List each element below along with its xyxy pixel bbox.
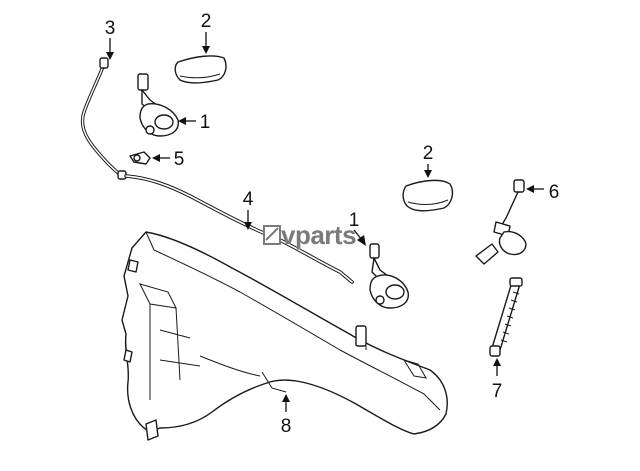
watermark-logo: vparts — [263, 220, 357, 250]
pump-sensor-part — [475, 179, 527, 265]
callout-1-mid: 1 — [349, 210, 366, 246]
callout-6: 6 — [526, 182, 559, 203]
washer-reservoir-part — [121, 231, 448, 441]
callout-number: 4 — [243, 189, 254, 210]
washer-nozzle-part-mid — [369, 243, 409, 309]
callout-number: 7 — [492, 381, 503, 402]
long-hose-part — [124, 174, 354, 284]
callout-1-top: 1 — [178, 112, 210, 133]
watermark-text: vparts — [281, 220, 356, 250]
callout-number: 1 — [200, 112, 211, 133]
filler-pipe-part — [489, 277, 523, 357]
callout-number: 1 — [349, 210, 360, 231]
clip-part — [129, 151, 151, 165]
callout-number: 6 — [549, 182, 560, 203]
callout-5: 5 — [152, 149, 184, 170]
washer-nozzle-part-top — [137, 73, 179, 137]
callout-7: 7 — [492, 358, 503, 402]
callout-2-top: 2 — [201, 11, 212, 54]
nozzle-cap-part-right — [402, 179, 454, 212]
callout-number: 2 — [201, 11, 212, 32]
callout-number: 8 — [281, 416, 292, 437]
callout-2-right: 2 — [423, 143, 434, 178]
callout-8: 8 — [281, 394, 292, 437]
callout-4: 4 — [243, 189, 254, 230]
callout-number: 2 — [423, 143, 434, 164]
callout-number: 5 — [174, 149, 185, 170]
washer-hose-part — [80, 57, 127, 180]
nozzle-cap-part-top — [174, 55, 227, 84]
callout-3: 3 — [105, 18, 116, 60]
callout-number: 3 — [105, 18, 116, 39]
